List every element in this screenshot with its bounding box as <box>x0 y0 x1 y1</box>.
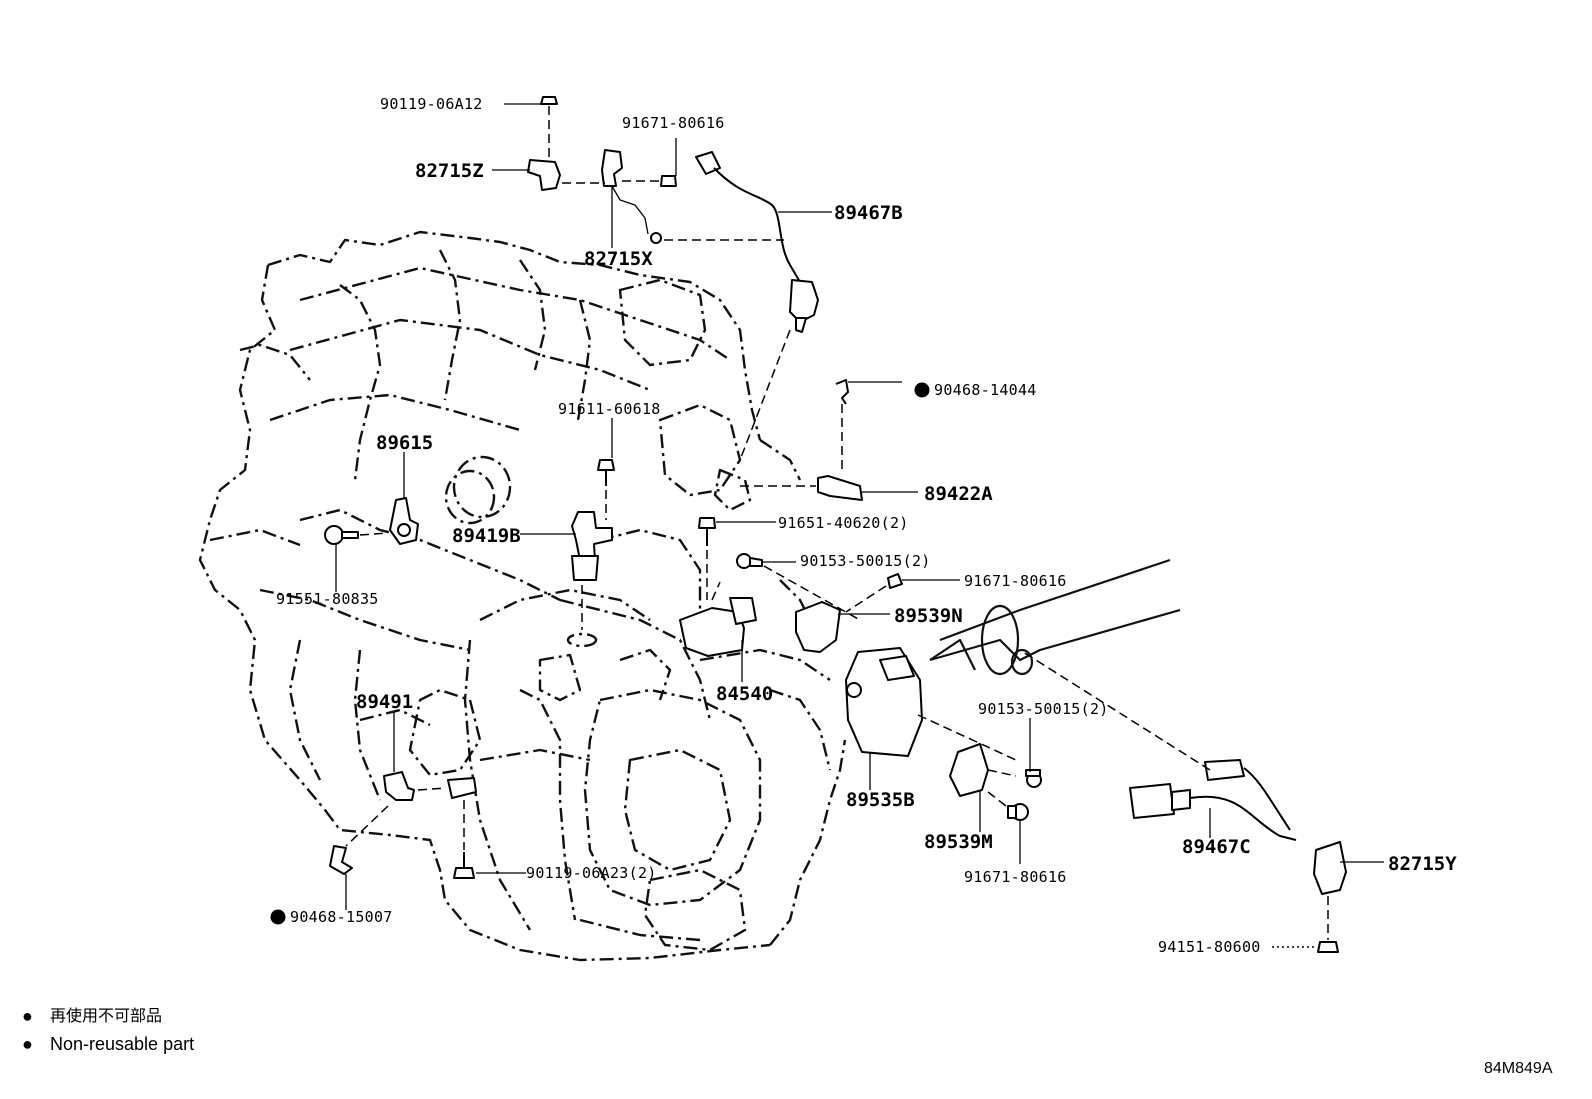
label-89491: 89491 <box>356 691 413 713</box>
label-90153-50015-upper: 90153-50015(2) <box>800 552 931 570</box>
label-90468-14044: 90468-14044 <box>934 381 1037 399</box>
label-91551-80835: 91551-80835 <box>276 590 379 608</box>
label-89467b: 89467B <box>834 202 903 224</box>
ecu-89535b-part <box>845 647 1017 761</box>
label-91671-80616-top: 91671-80616 <box>622 114 725 132</box>
non-reusable-marker-90468-14044 <box>914 382 930 398</box>
bolt-91551-80835-part <box>324 525 389 545</box>
bolt-90153-50015-upper-part <box>736 553 861 621</box>
sensor-89419b-part <box>566 511 613 648</box>
legend-symbol-en: ● <box>22 1034 33 1054</box>
label-91611-60618: 91611-60618 <box>558 400 661 418</box>
label-89422a: 89422A <box>924 483 993 505</box>
label-89615: 89615 <box>376 432 433 454</box>
switch-84540-part <box>679 581 757 657</box>
label-89539m: 89539M <box>924 831 993 853</box>
sensor-89422a-part <box>740 475 863 501</box>
bracket-89539n-part <box>795 601 841 653</box>
label-90119-06a12: 90119-06A12 <box>380 95 483 113</box>
label-89467c: 89467C <box>1182 836 1251 858</box>
label-82715y: 82715Y <box>1388 853 1457 875</box>
label-90119-06a23: 90119-06A23(2) <box>526 864 657 882</box>
label-91671-80616-mid: 91671-80616 <box>964 572 1067 590</box>
label-89535b: 89535B <box>846 789 915 811</box>
figure-code: 84M849A <box>1484 1060 1553 1077</box>
bolt-91671-80616-bottom-part <box>987 791 1029 821</box>
leader-lines <box>335 103 1384 910</box>
label-82715z: 82715Z <box>415 160 484 182</box>
bolt-91671-80616-mid-part <box>845 573 903 613</box>
engine-assembly-outline <box>198 230 1181 962</box>
label-90153-50015-lower: 90153-50015(2) <box>978 700 1109 718</box>
label-82715x: 82715X <box>584 248 653 270</box>
clamp-90468-14044-part <box>835 379 849 470</box>
label-91651-40620: 91651-40620(2) <box>778 514 909 532</box>
bolt-91651-40620-part <box>698 517 716 600</box>
bolt-90153-50015-lower-part <box>1025 769 1042 788</box>
label-84540: 84540 <box>716 683 773 705</box>
label-94151-80600: 94151-80600 <box>1158 938 1261 956</box>
nut-94151-80600-part <box>1272 941 1339 953</box>
bracket-82715y-part <box>1313 841 1347 940</box>
label-89539n: 89539N <box>894 605 963 627</box>
sensor-89491-part <box>383 771 477 801</box>
label-90468-15007: 90468-15007 <box>290 908 393 926</box>
bolt-91671-80616-top-part <box>622 175 677 187</box>
legend-english-text: Non-reusable part <box>50 1034 194 1054</box>
bolt-90119-06a23-part <box>453 800 475 879</box>
non-reusable-marker-90468-15007 <box>270 909 286 925</box>
sensor-89467b-part <box>664 151 819 461</box>
part-labels: 90119-06A12 91671-80616 82715Z 89467B 82… <box>270 95 1457 956</box>
bolt-91611-60618-part <box>597 459 615 520</box>
bracket-89539m-part <box>949 743 1017 797</box>
label-91671-80616-bottom: 91671-80616 <box>964 868 1067 886</box>
clamp-90468-15007-part <box>329 805 389 875</box>
sensor-89615-part <box>389 497 419 545</box>
sensor-89467c-part <box>1019 649 1297 841</box>
clamp-82715x-part <box>562 149 662 244</box>
bracket-82715z-part <box>527 159 561 191</box>
label-89419b: 89419B <box>452 525 521 547</box>
legend-symbol-jp: ● <box>22 1006 33 1026</box>
legend: ● 再使用不可部品 ● Non-reusable part <box>22 1006 194 1054</box>
bolt-90119-06a12-part <box>540 96 558 160</box>
legend-japanese-text: 再使用不可部品 <box>50 1006 162 1025</box>
